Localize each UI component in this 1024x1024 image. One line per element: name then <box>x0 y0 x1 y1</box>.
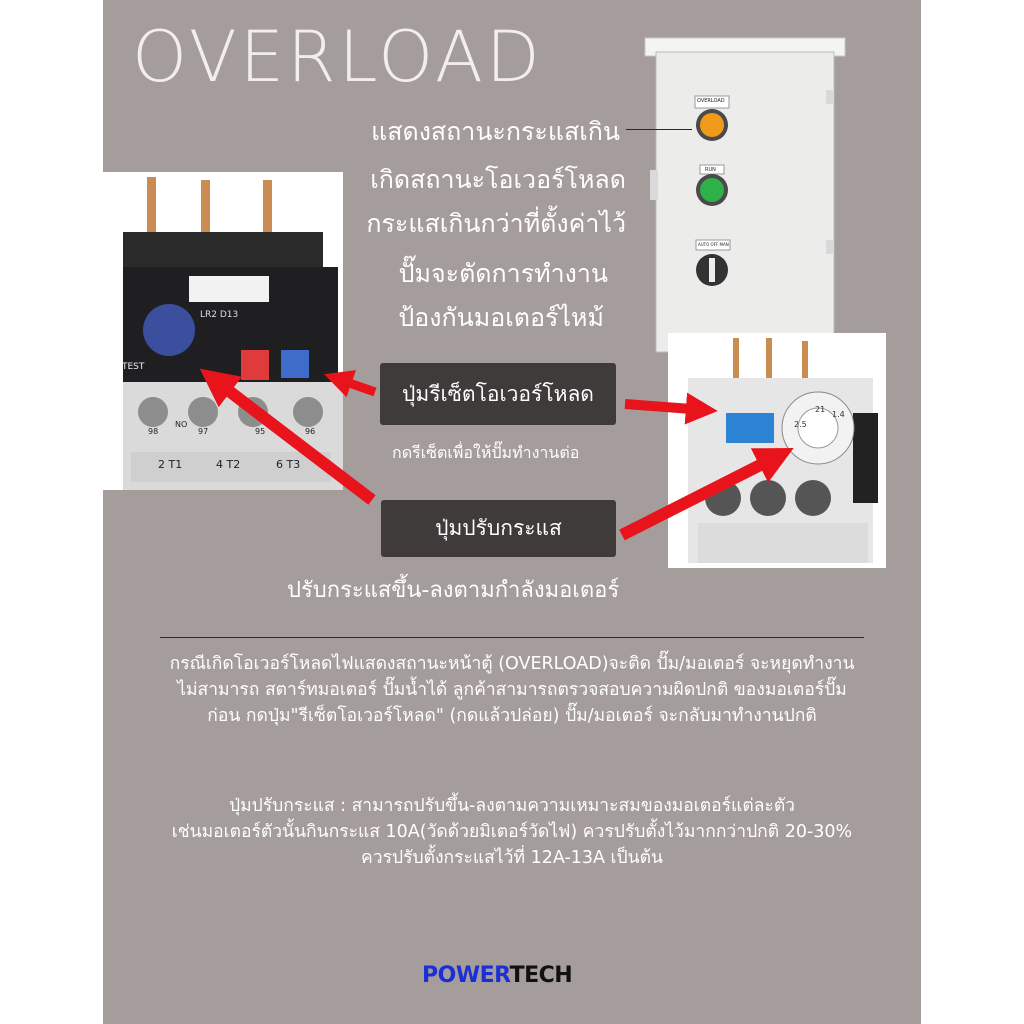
terminal-98: 98 <box>148 427 159 436</box>
terminal-no: NO <box>175 420 188 429</box>
overload-explanation: กรณีเกิดโอเวอร์โหลดไฟแสดงสถานะหน้าตู้ (O… <box>103 651 921 729</box>
brand-part-power: POWER <box>422 963 510 988</box>
brand-part-tech: TECH <box>509 963 573 988</box>
arrow-to-adjust-left <box>199 368 376 505</box>
switch-label: AUTO OFF MAN <box>698 242 729 247</box>
terminal-96: 96 <box>305 427 316 436</box>
arrow-to-reset-right <box>624 392 718 425</box>
terminal-95: 95 <box>255 427 266 436</box>
run-lamp-label: RUN <box>705 167 716 173</box>
overload-lamp-label: OVERLOAD <box>697 98 725 104</box>
dial-mark-2: 21 <box>815 405 826 414</box>
adjust-button-label: ปุ่มปรับกระแส <box>381 500 616 557</box>
arrow-to-adjust-right <box>619 448 794 541</box>
adjust-line-3: ควรปรับตั้งกระแสไว้ที่ 12A-13A เป็นต้น <box>361 848 663 868</box>
brand-logo: POWERTECH <box>422 963 573 988</box>
terminal-97: 97 <box>198 427 209 436</box>
terminal-6t3: 6 T3 <box>276 458 301 471</box>
reset-button-label: ปุ่มรีเซ็ตโอเวอร์โหลด <box>380 363 616 425</box>
divider <box>160 637 864 638</box>
control-cabinet-image <box>644 37 846 353</box>
relay-test-text: TEST <box>122 362 145 372</box>
callout-line-2: เกิดสถานะโอเวอร์โหลด <box>370 165 626 194</box>
terminal-4t2: 4 T2 <box>216 458 241 471</box>
dial-mark-3: 1.4 <box>832 410 845 419</box>
adjust-button-note: ปรับกระแสขึ้น-ลงตามกำลังมอเตอร์ <box>287 578 620 603</box>
relay-model-text: LR2 D13 <box>200 310 239 320</box>
callout-line-1: แสดงสถานะกระแสเกิน <box>371 117 620 146</box>
left-overload-relay-image <box>103 172 343 490</box>
arrow-to-reset-left <box>324 370 377 398</box>
callout-line-4: ปั๊มจะตัดการทำงาน <box>398 259 608 288</box>
callout-line-5: ป้องกันมอเตอร์ไหม้ <box>398 303 604 332</box>
terminal-2t1: 2 T1 <box>158 458 183 471</box>
adjust-line-2: เช่นมอเตอร์ตัวนั้นกินกระแส 10A(วัดด้วยมิ… <box>171 822 853 842</box>
page-title: OVERLOAD <box>132 16 543 98</box>
explanation-line-1: กรณีเกิดโอเวอร์โหลดไฟแสดงสถานะหน้าตู้ (O… <box>169 654 855 674</box>
explanation-line-3: ก่อน กดปุ่ม"รีเซ็ตโอเวอร์โหลด" (กดแล้วปล… <box>207 706 817 726</box>
dial-mark-1: 2.5 <box>794 420 807 429</box>
adjust-explanation: ปุ่มปรับกระแส : สามารถปรับขึ้น-ลงตามความ… <box>103 793 921 871</box>
adjust-line-1: ปุ่มปรับกระแส : สามารถปรับขึ้น-ลงตามความ… <box>228 796 796 816</box>
callout-line <box>626 129 692 130</box>
explanation-line-2: ไม่สามารถ สตาร์ทมอเตอร์ ปั๊มน้ำได้ ลูกค้… <box>177 680 847 700</box>
reset-button-note: กดรีเซ็ตเพื่อให้ปั๊มทำงานต่อ <box>392 443 580 462</box>
callout-line-3: กระแสเกินกว่าที่ตั้งค่าไว้ <box>366 209 626 238</box>
